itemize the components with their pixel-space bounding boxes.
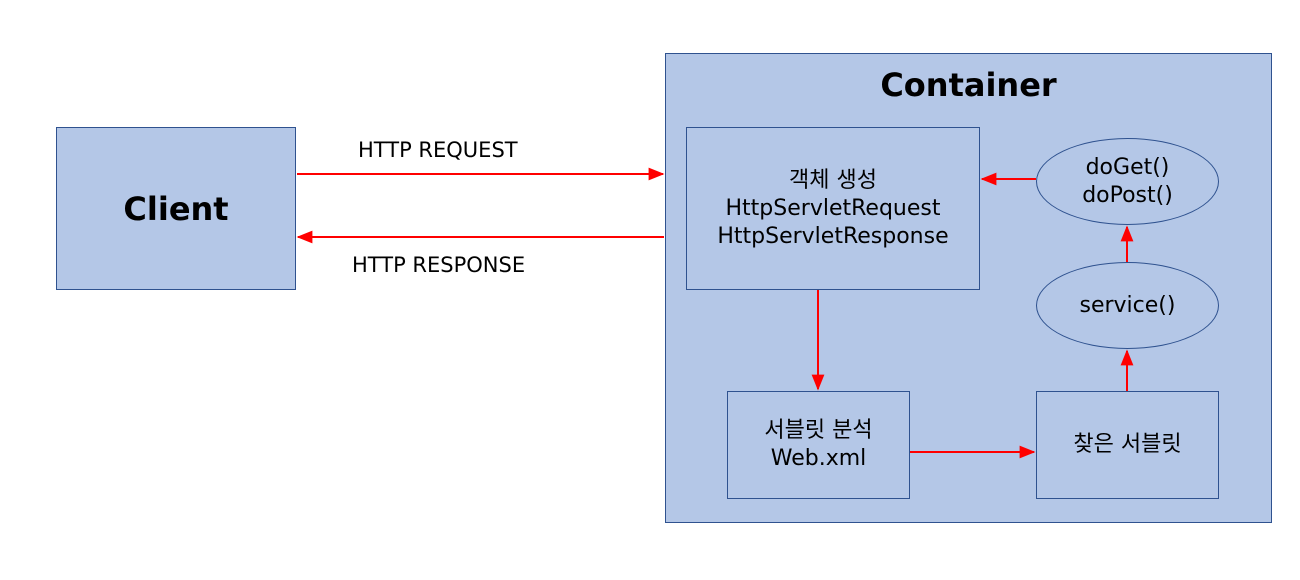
- object-creation-box: 객체 생성 HttpServletRequest HttpServletResp…: [686, 127, 980, 290]
- doget-dopost-ellipse: doGet() doPost(): [1036, 138, 1219, 225]
- servlet-analysis-box: 서블릿 분석 Web.xml: [727, 391, 910, 499]
- client-box: Client: [56, 127, 296, 290]
- http-request-label: HTTP REQUEST: [358, 138, 518, 162]
- http-servlet-request-label: HttpServletRequest: [725, 195, 941, 221]
- doget-label: doGet(): [1085, 154, 1170, 180]
- http-response-label: HTTP RESPONSE: [352, 253, 526, 277]
- http-servlet-response-label: HttpServletResponse: [717, 223, 949, 249]
- dopost-label: doPost(): [1082, 182, 1173, 208]
- service-label: service(): [1079, 292, 1176, 318]
- service-ellipse: service(): [1036, 262, 1219, 349]
- found-servlet-label: 찾은 서블릿: [1073, 432, 1182, 457]
- object-creation-label: 객체 생성: [789, 167, 877, 193]
- container-title: Container: [880, 66, 1057, 104]
- servlet-analysis-label: 서블릿 분석: [764, 418, 873, 443]
- web-xml-label: Web.xml: [770, 446, 867, 471]
- found-servlet-box: 찾은 서블릿: [1036, 391, 1219, 499]
- client-title: Client: [123, 189, 229, 228]
